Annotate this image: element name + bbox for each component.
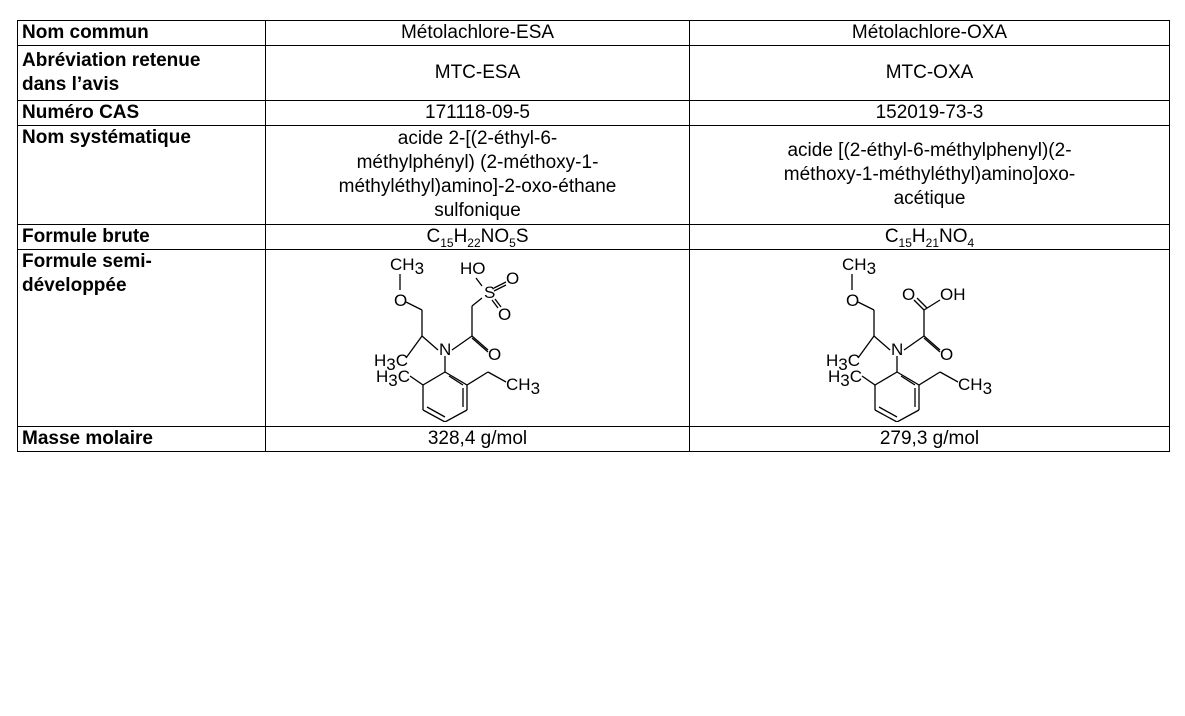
label-abbreviation-line1: Abréviation retenue <box>22 50 201 71</box>
oxa-nitrogen: N <box>891 340 903 359</box>
esa-mass: 328,4 g/mol <box>265 426 690 452</box>
esa-systematic-line: sulfonique <box>434 200 521 221</box>
label-structure: Formule semi- développée <box>17 249 266 427</box>
label-mass: Masse molaire <box>17 426 266 452</box>
label-common-name: Nom commun <box>17 20 266 46</box>
label-structure-line2: développée <box>22 275 127 296</box>
esa-systematic: acide 2-[(2-éthyl-6- méthylphényl) (2-mé… <box>265 125 690 225</box>
esa-systematic-line: acide 2-[(2-éthyl-6- <box>397 128 558 149</box>
esa-sulfur: S <box>484 283 495 302</box>
properties-table: Nom commun Métolachlore-ESA Métolachlore… <box>17 20 1170 452</box>
esa-o-s2: O <box>498 305 511 324</box>
oxa-formula: C15H21NO4 <box>689 224 1170 250</box>
oxa-o-acid: O <box>902 285 915 304</box>
oxa-h3c-2: H3C <box>828 367 862 390</box>
label-formula: Formule brute <box>17 224 266 250</box>
row-cas-number: Numéro CAS 171118-09-5 152019-73-3 <box>17 100 1170 126</box>
row-molar-mass: Masse molaire 328,4 g/mol 279,3 g/mol <box>17 426 1170 452</box>
esa-cas: 171118-09-5 <box>265 100 690 126</box>
esa-o-amide: O <box>488 345 501 364</box>
label-systematic: Nom systématique <box>17 125 266 225</box>
oxa-o-amide: O <box>940 345 953 364</box>
esa-abbreviation: MTC-ESA <box>265 45 690 101</box>
esa-systematic-line: méthyléthyl)amino]-2-oxo-éthane <box>338 176 617 197</box>
oxa-ch3-top: CH3 <box>842 255 876 278</box>
oxa-molecule-diagram: CH3 O O OH N O H3C H3C CH3 <box>826 255 992 422</box>
oxa-common-name: Métolachlore-OXA <box>689 20 1170 46</box>
oxa-oh: OH <box>940 285 966 304</box>
esa-ho: HO <box>460 259 486 278</box>
esa-nitrogen: N <box>439 340 451 359</box>
esa-ch3-ethyl: CH3 <box>506 375 540 398</box>
row-abbreviation: Abréviation retenue dans l’avis MTC-ESA … <box>17 45 1170 101</box>
esa-molecule-diagram: CH3 O HO S O O N O H3C H3C CH3 <box>374 255 540 422</box>
esa-h3c-1: H3C <box>374 351 408 374</box>
oxa-abbreviation: MTC-OXA <box>689 45 1170 101</box>
esa-common-name: Métolachlore-ESA <box>265 20 690 46</box>
oxa-ch3-ethyl: CH3 <box>958 375 992 398</box>
oxa-o-ether: O <box>846 291 859 310</box>
row-structure: Formule semi- développée <box>17 249 1170 427</box>
label-structure-line1: Formule semi- <box>22 251 152 272</box>
row-systematic-name: Nom systématique acide 2-[(2-éthyl-6- mé… <box>17 125 1170 225</box>
esa-o-s1: O <box>506 269 519 288</box>
esa-systematic-line: méthylphényl) (2-méthoxy-1- <box>356 152 599 173</box>
oxa-cas: 152019-73-3 <box>689 100 1170 126</box>
oxa-mass: 279,3 g/mol <box>689 426 1170 452</box>
label-cas: Numéro CAS <box>17 100 266 126</box>
oxa-structure: CH3 O O OH N O H3C H3C CH3 <box>689 249 1170 427</box>
esa-ch3-top: CH3 <box>390 255 424 278</box>
oxa-systematic-line: acide [(2-éthyl-6-méthylphenyl)(2- <box>787 140 1072 161</box>
oxa-systematic: acide [(2-éthyl-6-méthylphenyl)(2- métho… <box>689 125 1170 225</box>
oxa-h3c-1: H3C <box>826 351 860 374</box>
row-formula: Formule brute C15H22NO5S C15H21NO4 <box>17 224 1170 250</box>
label-abbreviation-line2: dans l’avis <box>22 74 120 95</box>
esa-structure: CH3 O HO S O O N O H3C H3C CH3 <box>265 249 690 427</box>
oxa-systematic-line: acétique <box>893 188 966 209</box>
oxa-systematic-line: méthoxy-1-méthyléthyl)amino]oxo- <box>783 164 1076 185</box>
esa-h3c-2: H3C <box>376 367 410 390</box>
label-abbreviation: Abréviation retenue dans l’avis <box>17 45 266 101</box>
row-common-name: Nom commun Métolachlore-ESA Métolachlore… <box>17 20 1170 46</box>
esa-o-ether: O <box>394 291 407 310</box>
esa-formula: C15H22NO5S <box>265 224 690 250</box>
